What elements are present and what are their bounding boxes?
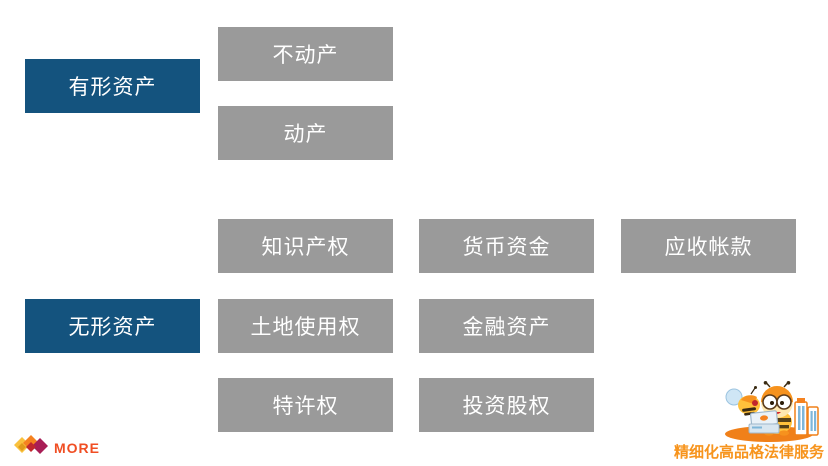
item-box-investment-equity: 投资股权 — [419, 378, 594, 432]
item-label: 货币资金 — [462, 236, 551, 259]
item-box-financial-assets: 金融资产 — [419, 299, 594, 353]
category-label: 有形资产 — [68, 76, 157, 99]
item-label: 特许权 — [272, 395, 339, 418]
item-label: 投资股权 — [462, 395, 551, 418]
more-logo-text: MORE — [54, 439, 100, 456]
item-box-land-use-right: 土地使用权 — [218, 299, 393, 353]
more-logo-diamonds-icon — [13, 434, 49, 461]
item-box-accounts-receivable: 应收帐款 — [621, 219, 796, 273]
item-label: 应收帐款 — [664, 236, 753, 259]
item-label: 知识产权 — [261, 236, 350, 259]
item-box-franchise-right: 特许权 — [218, 378, 393, 432]
item-label: 不动产 — [272, 44, 339, 67]
item-label: 动产 — [283, 123, 328, 146]
item-box-intellectual-property: 知识产权 — [218, 219, 393, 273]
item-box-movable-property: 动产 — [218, 106, 393, 160]
bee-mascot-illustration — [711, 381, 823, 443]
category-box-tangible-assets: 有形资产 — [25, 59, 200, 113]
item-label: 土地使用权 — [250, 316, 361, 339]
item-label: 金融资产 — [462, 316, 551, 339]
item-box-monetary-funds: 货币资金 — [419, 219, 594, 273]
slogan-text: 精细化高品格法律服务 — [673, 444, 824, 461]
category-box-intangible-assets: 无形资产 — [25, 299, 200, 353]
category-label: 无形资产 — [68, 316, 157, 339]
bee-mascot-icon — [725, 381, 819, 442]
more-logo: MORE — [13, 434, 100, 461]
item-box-real-estate: 不动产 — [218, 27, 393, 81]
